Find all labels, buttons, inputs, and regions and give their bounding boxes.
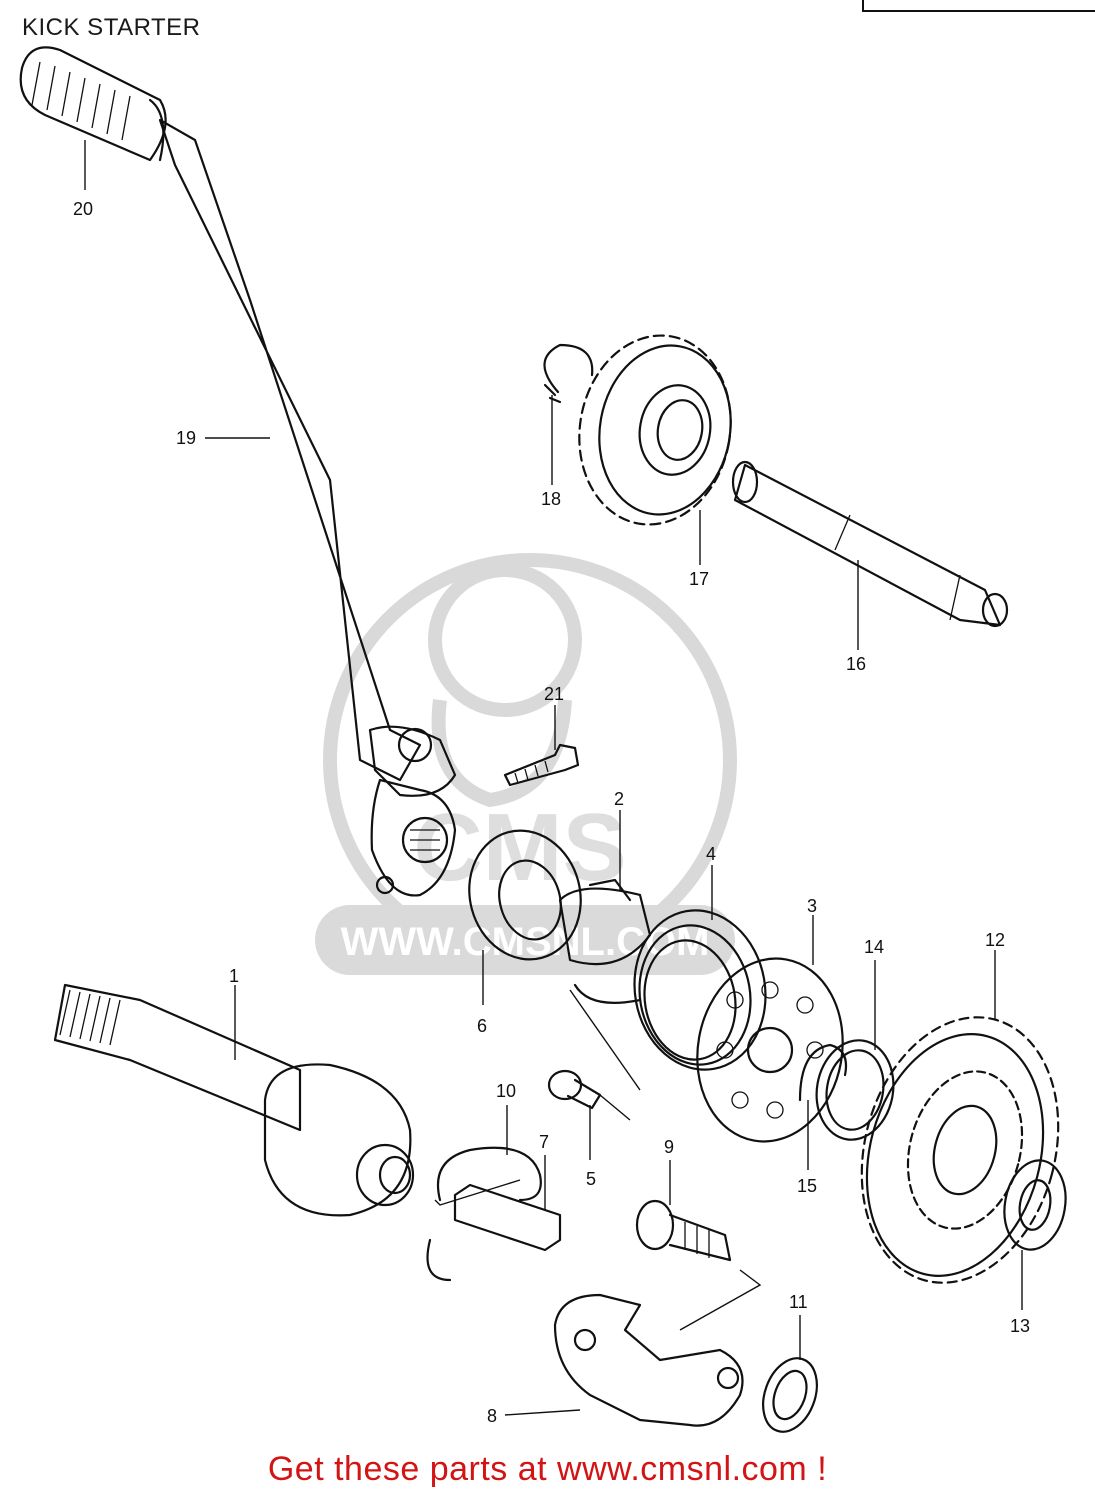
part-17-kick-gear — [578, 334, 732, 526]
callout-1: 1 — [229, 966, 239, 986]
part-7-pawl — [453, 1183, 562, 1252]
part-6-oil-seal — [468, 829, 582, 961]
part-16-shaft — [731, 460, 1009, 628]
part-18-circlip — [543, 343, 594, 404]
callout-16: 16 — [846, 654, 866, 674]
page-title: KICK STARTER — [22, 14, 201, 41]
part-9-bolt — [635, 1199, 732, 1262]
part-4-spring — [573, 909, 767, 1071]
leader-lines — [84, 140, 1023, 1416]
part-8-stopper-plate — [553, 1293, 744, 1427]
callout-labels: 20 19 18 17 16 21 2 4 3 14 12 6 1 10 7 5… — [73, 199, 1030, 1426]
part-3-plate — [696, 957, 844, 1143]
part-5-screw — [547, 1069, 602, 1110]
part-12-idle-gear — [860, 1016, 1060, 1284]
callout-19: 19 — [176, 428, 196, 448]
part-14-washer — [815, 1039, 895, 1141]
callout-13: 13 — [1010, 1316, 1030, 1336]
part-1-kick-shaft — [53, 983, 415, 1217]
callout-15: 15 — [797, 1176, 817, 1196]
cms-watermark: CMS WWW.CMSNL.COM — [315, 553, 737, 975]
part-21-bolt — [503, 743, 580, 787]
callout-21: 21 — [544, 684, 564, 704]
callout-8: 8 — [487, 1406, 497, 1426]
header-frame — [862, 0, 1095, 12]
footer-cta[interactable]: Get these parts at www.cmsnl.com ! — [267, 1450, 828, 1488]
callout-7: 7 — [539, 1132, 549, 1152]
part-11-washer — [762, 1357, 818, 1433]
part-20-grip — [19, 46, 167, 162]
callout-9: 9 — [664, 1137, 674, 1157]
part-15-circlip — [798, 1043, 848, 1102]
callout-3: 3 — [807, 896, 817, 916]
callout-6: 6 — [477, 1016, 487, 1036]
callout-2: 2 — [614, 789, 624, 809]
part-19-kick-lever — [158, 118, 457, 897]
callout-12: 12 — [985, 930, 1005, 950]
callout-5: 5 — [586, 1169, 596, 1189]
callout-11: 11 — [789, 1292, 808, 1312]
callout-17: 17 — [689, 569, 709, 589]
callout-14: 14 — [864, 937, 884, 957]
callout-4: 4 — [706, 844, 716, 864]
part-13-washer — [1003, 1159, 1067, 1251]
part-10-spring-wire — [426, 1146, 542, 1282]
callout-20: 20 — [73, 199, 93, 219]
callout-18: 18 — [541, 489, 561, 509]
callout-10: 10 — [496, 1081, 516, 1101]
